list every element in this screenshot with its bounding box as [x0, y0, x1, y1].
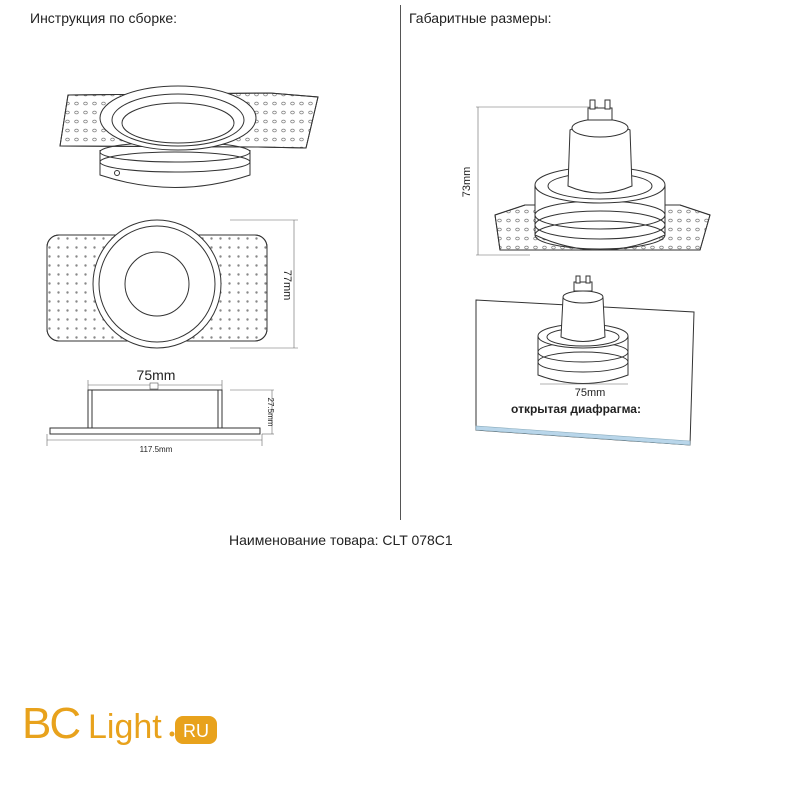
svg-text:Light: Light	[88, 708, 162, 746]
perspective-view	[59, 85, 319, 188]
open-aperture-caption: открытая диафрагма:	[511, 402, 641, 416]
svg-text:RU: RU	[183, 721, 209, 741]
fixture-with-lamp	[476, 99, 711, 256]
product-name: Наименование товара: CLT 078C1	[229, 532, 453, 548]
svg-text:BC: BC	[22, 699, 80, 748]
overall-height-dimension-label: 73mm	[461, 167, 473, 198]
top-view	[46, 219, 298, 349]
brand-logo: BC Light RU	[22, 699, 217, 748]
width-dimension-label: 75mm	[137, 367, 176, 383]
side-view	[46, 380, 274, 446]
dimensions-heading: Габаритные размеры:	[409, 10, 552, 26]
depth-dimension-label: 27.5mm	[266, 398, 275, 427]
assembly-heading: Инструкция по сборке:	[30, 10, 178, 26]
height-dimension-label: 77mm	[281, 270, 293, 301]
column-divider	[400, 5, 401, 520]
installed-width-dimension-label: 75mm	[575, 387, 606, 399]
installed-view	[475, 275, 695, 446]
technical-drawing: 77mm 75mm 27.5mm 117.5mm	[46, 85, 711, 454]
total-width-dimension-label: 117.5mm	[140, 445, 173, 454]
